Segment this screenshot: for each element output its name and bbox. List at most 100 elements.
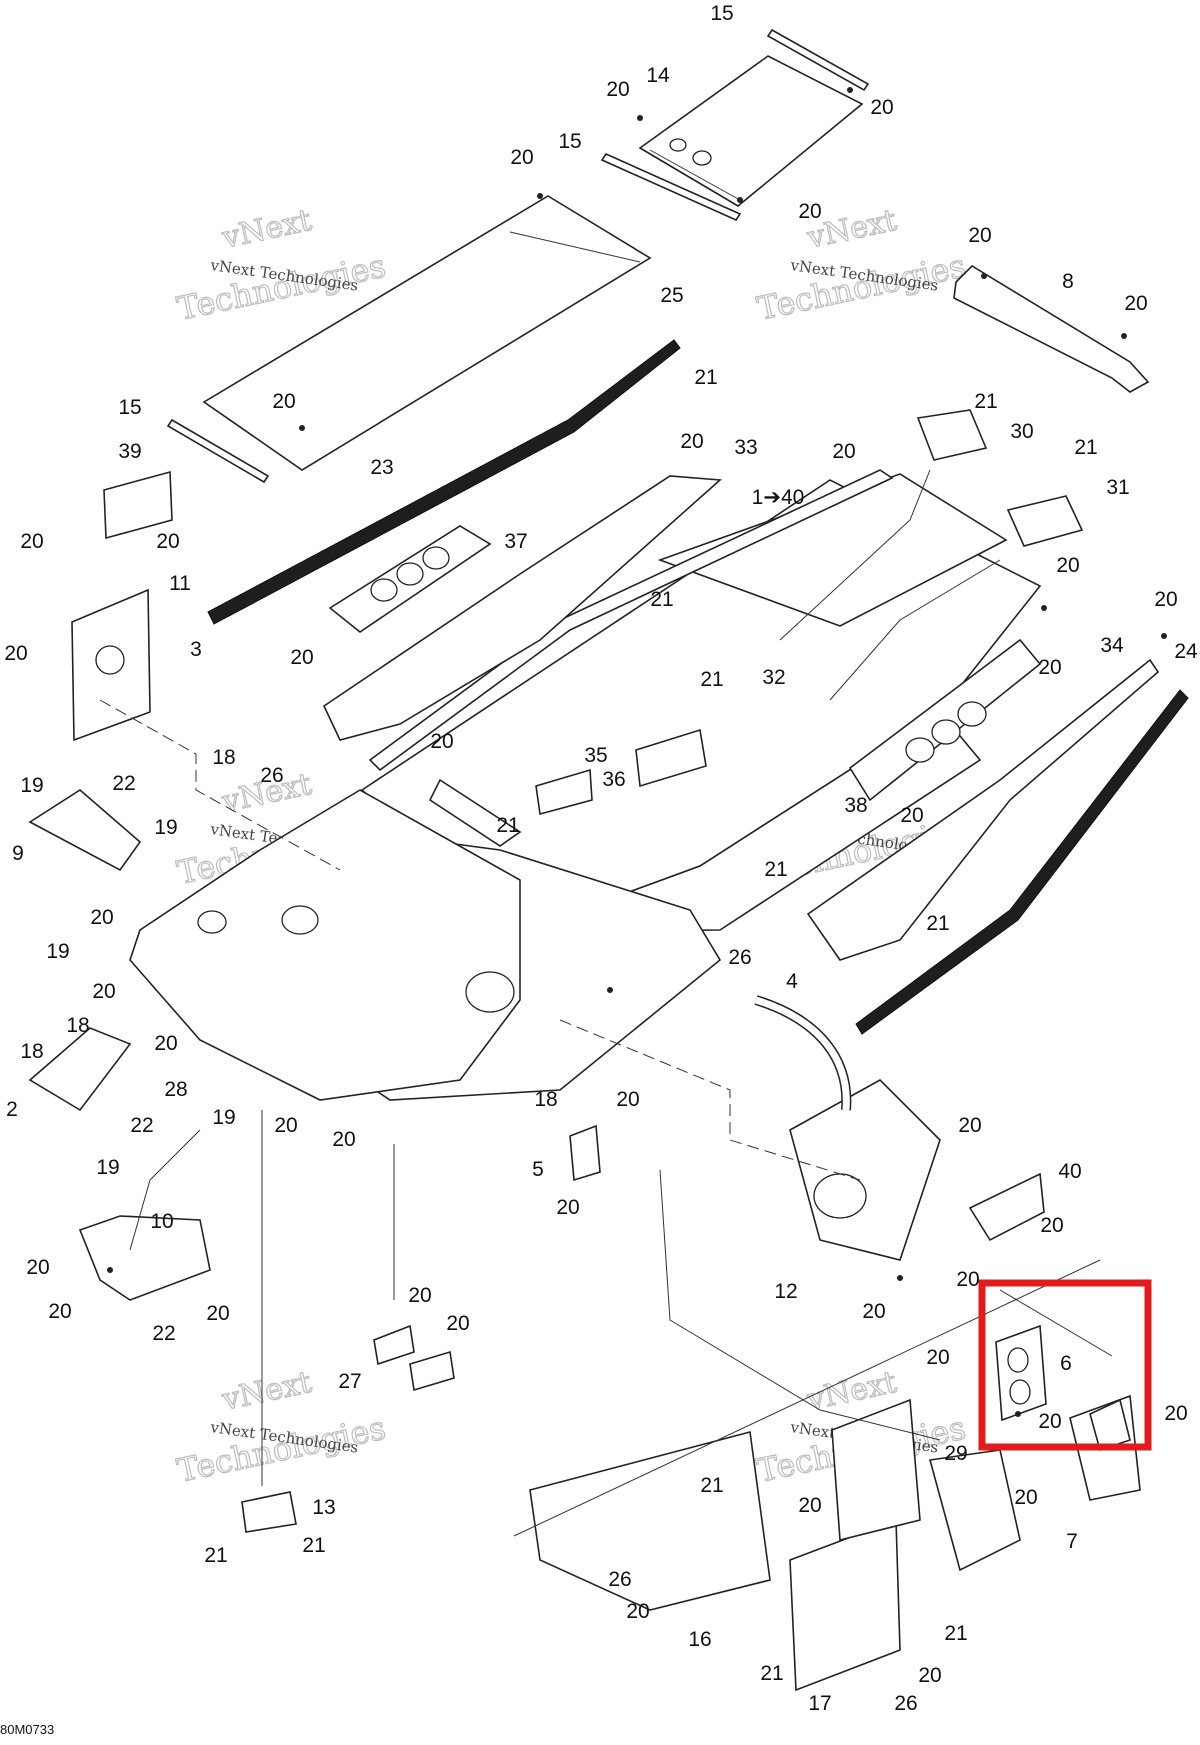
label: 20	[272, 390, 295, 413]
watermark-top-left: vNext Technologies vNext Technologies	[173, 202, 389, 328]
label: 20	[1014, 1486, 1037, 1509]
label: 20	[408, 1284, 431, 1307]
watermark-top-right: vNext Technologies vNext Technologies	[753, 202, 969, 328]
label: 40	[1058, 1160, 1081, 1183]
label: 27	[338, 1370, 361, 1393]
part-31-bracket	[1006, 495, 1084, 547]
label: 18	[212, 746, 235, 769]
label: 20	[556, 1196, 579, 1219]
part-3-hose	[190, 682, 258, 721]
part-6-bracket	[995, 1324, 1131, 1452]
label: 6	[1060, 1352, 1072, 1375]
label: 21	[496, 814, 519, 837]
label: 16	[688, 1628, 711, 1651]
label: 39	[118, 440, 141, 463]
label: 38	[844, 794, 867, 817]
label: 26	[728, 946, 751, 969]
label: 20	[1164, 1402, 1187, 1425]
label: 3	[190, 638, 202, 661]
label: 20	[154, 1032, 177, 1055]
label: 21	[944, 1622, 967, 1645]
label: 20	[510, 146, 533, 169]
part-30-bracket	[916, 409, 988, 461]
label: 26	[894, 1692, 917, 1715]
part-23-rail	[207, 339, 681, 625]
label: 37	[504, 530, 527, 553]
svg-text:vNext: vNext	[218, 1365, 314, 1418]
label: 20	[956, 1268, 979, 1291]
label: 18	[20, 1040, 43, 1063]
label: 20	[332, 1128, 355, 1151]
label: 20	[1038, 1410, 1061, 1433]
label: 19	[96, 1156, 119, 1179]
label: 19	[212, 1106, 235, 1129]
label: 12	[774, 1280, 797, 1303]
label: 14	[646, 64, 670, 87]
label: 21	[650, 588, 673, 611]
label: 24	[1174, 640, 1198, 663]
label: 18	[534, 1088, 557, 1111]
label: 13	[312, 1496, 335, 1519]
label: 15	[118, 396, 141, 419]
label: 20	[156, 530, 179, 553]
label: 20	[1038, 656, 1061, 679]
label: 20	[4, 642, 27, 665]
part-36-bracket	[635, 728, 707, 788]
label: 22	[112, 772, 135, 795]
label: 21	[974, 390, 997, 413]
label: 20	[680, 430, 703, 453]
part-8-bracket	[953, 264, 1150, 393]
label: 23	[370, 456, 393, 479]
label: 20	[90, 906, 113, 929]
part-17-step	[789, 1518, 901, 1692]
part-5-bracket	[569, 1124, 601, 1182]
label: 21	[204, 1544, 227, 1567]
part-24-rail	[855, 689, 1189, 1035]
label: 20	[20, 530, 43, 553]
label: 2	[6, 1098, 18, 1121]
part-33-running-board	[322, 475, 722, 741]
bolts	[107, 87, 1167, 1417]
label: 18	[66, 1014, 89, 1037]
label: 20	[832, 440, 855, 463]
part-13-bracket	[241, 1491, 297, 1533]
label: 26	[608, 1568, 631, 1591]
label: 15	[710, 2, 733, 25]
label: 20	[1040, 1214, 1063, 1237]
label: 8	[1062, 270, 1074, 293]
label: 21	[760, 1662, 783, 1685]
label: 21	[1074, 436, 1097, 459]
label: 19	[154, 816, 177, 839]
label: 22	[130, 1114, 153, 1137]
highlight-box	[978, 1279, 1152, 1451]
label: 5	[532, 1158, 544, 1181]
label: 20	[274, 1114, 297, 1137]
part-29b-bracket	[928, 1449, 1021, 1572]
label: 20	[918, 1664, 941, 1687]
part-27a-bracket	[373, 1324, 415, 1366]
label: 21	[700, 668, 723, 691]
label: 20	[606, 78, 629, 101]
label: 10	[150, 1210, 173, 1233]
label: 35	[584, 744, 607, 767]
part-25-panel	[202, 195, 652, 471]
label: 20	[1154, 588, 1177, 611]
label: 7	[1066, 1530, 1078, 1553]
label: 20	[626, 1600, 649, 1623]
label: 11	[169, 572, 191, 595]
part-34-running-board	[806, 638, 1160, 961]
part-2-bracket	[28, 1027, 132, 1112]
label: 34	[1100, 634, 1124, 657]
label: 21	[700, 1474, 723, 1497]
label: 17	[808, 1692, 831, 1715]
label: 36	[602, 768, 625, 791]
label: 20	[446, 1312, 469, 1335]
label: 28	[164, 1078, 187, 1101]
leader-lines	[99, 469, 1113, 1537]
label: 25	[660, 284, 683, 307]
part-9-bracket	[28, 789, 142, 872]
label: 20	[430, 730, 453, 753]
label: 20	[926, 1346, 949, 1369]
part-27b-bracket	[409, 1350, 455, 1392]
